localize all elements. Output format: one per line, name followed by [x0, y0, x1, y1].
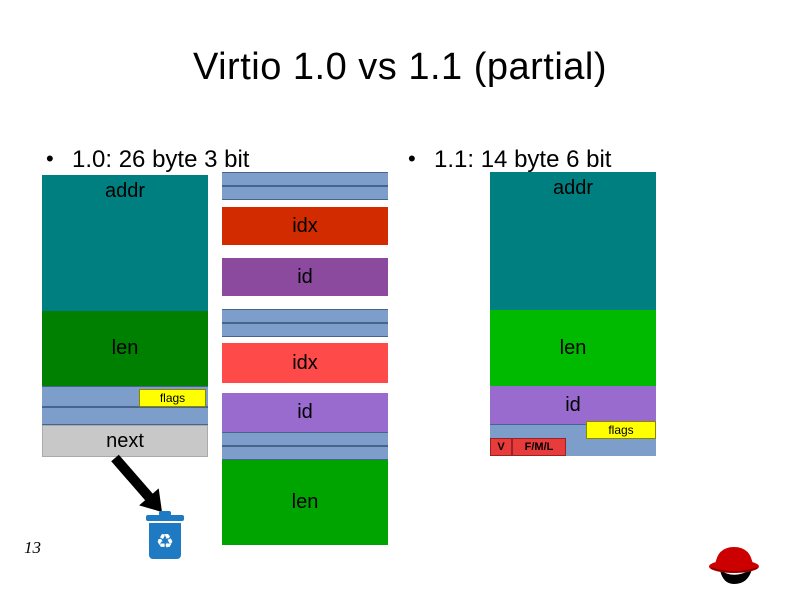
- v11-id-box: id: [490, 386, 656, 424]
- page-number: 13: [24, 538, 41, 557]
- v10-flags-box: flags: [139, 389, 206, 407]
- bin-lid-handle: [159, 511, 171, 516]
- bullet-text-1-1: 1.1: 14 byte 6 bit: [434, 146, 612, 173]
- v11-flags-box: flags: [586, 421, 656, 439]
- v10-used-idx-box: idx: [222, 343, 388, 383]
- v10-ring-blue-row: [222, 309, 388, 323]
- v11-addr-box: addr: [490, 172, 656, 310]
- v10-used-len-box: len: [222, 460, 388, 545]
- redhat-logo: [709, 547, 759, 584]
- v10-avail-idx-box: idx: [222, 207, 388, 245]
- bullet-text-1-0: 1.0: 26 byte 3 bit: [72, 146, 250, 173]
- v10-ring-blue-row: [222, 186, 388, 200]
- v11-len-box: len: [490, 310, 656, 386]
- v10-ring-blue-row: [222, 446, 388, 460]
- v10-next-box: next: [42, 425, 208, 457]
- v10-len-box: len: [42, 311, 208, 386]
- v10-ring-blue-row: [222, 172, 388, 186]
- recycle-symbol-icon: ♻: [156, 529, 174, 553]
- bin-body: ♻: [149, 523, 181, 559]
- bullet-item-1-1: • 1.1: 14 byte 6 bit: [408, 146, 611, 174]
- v10-avail-id-box: id: [222, 258, 388, 296]
- v10-addr-box: addr: [42, 175, 208, 311]
- v11-v-bit-box: V: [490, 438, 512, 456]
- v11-fml-bits-box: F/M/L: [512, 438, 566, 456]
- v10-used-id-box: id: [222, 393, 388, 432]
- recycle-bin-icon: ♻: [146, 511, 184, 559]
- v10-ring-blue-row: [222, 323, 388, 337]
- bin-lid: [146, 515, 184, 521]
- v10-blue-row: [42, 407, 208, 425]
- bullet-marker: •: [46, 146, 54, 171]
- next-to-trash-arrow: [111, 454, 162, 512]
- page-title: Virtio 1.0 vs 1.1 (partial): [192, 46, 608, 88]
- bullet-marker: •: [408, 146, 416, 171]
- bullet-item-1-0: • 1.0: 26 byte 3 bit: [46, 146, 249, 174]
- v10-ring-blue-row: [222, 432, 388, 446]
